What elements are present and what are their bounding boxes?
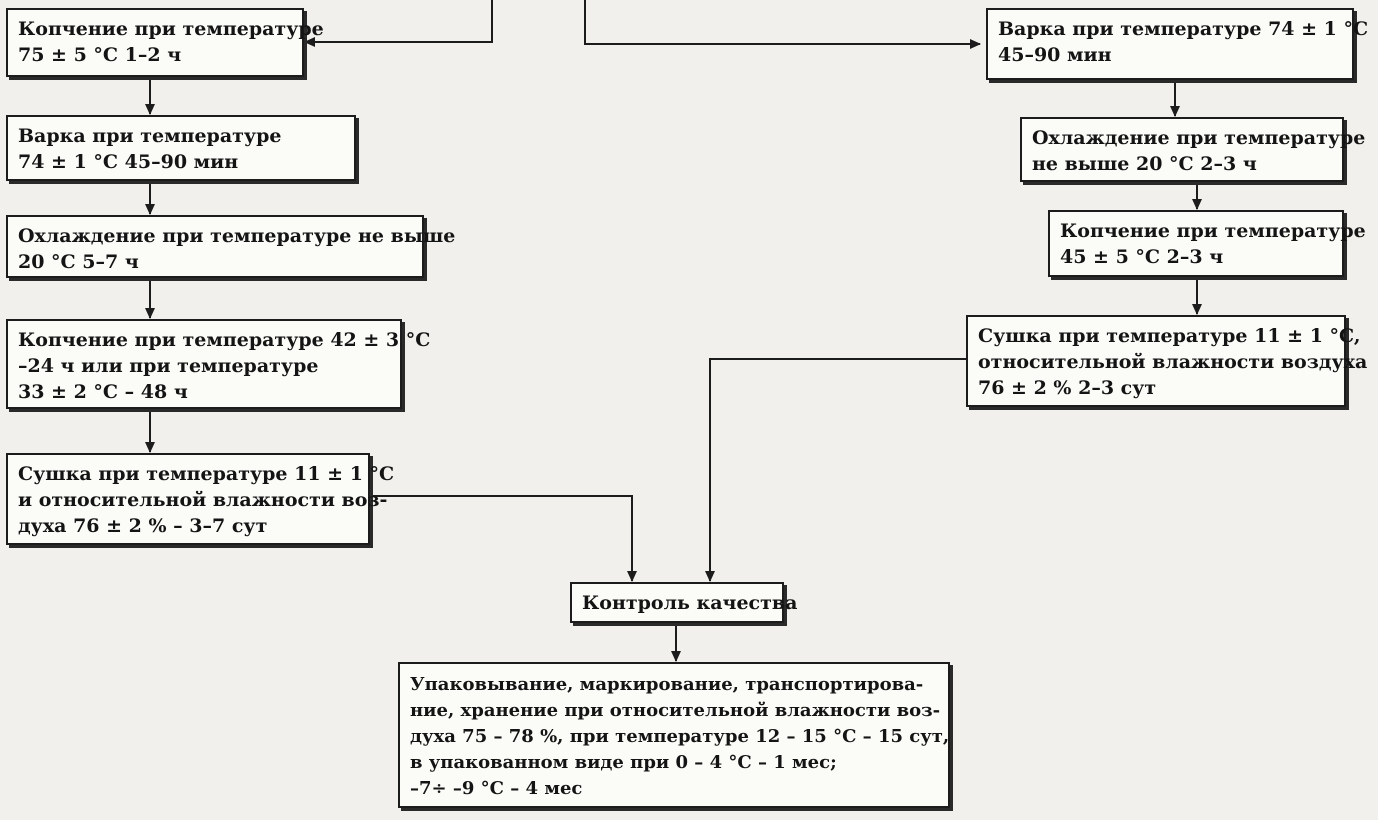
node-text-line: Охлаждение при температуре не выше [18, 225, 456, 247]
arrow-l5-to-qc [370, 495, 637, 582]
node-left-cooking-74: Варка при температуре 74 ± 1 °C 45–90 ми… [6, 115, 356, 181]
node-text-line: 76 ± 2 % 2–3 сут [978, 377, 1157, 399]
node-text-line: духа 76 ± 2 % – 3–7 сут [18, 515, 268, 537]
arrow-source-to-right-cooking [584, 0, 981, 49]
node-text-line: духа 75 – 78 %, при температуре 12 – 15 … [410, 726, 950, 747]
node-left-drying-11: Сушка при температуре 11 ± 1 °C и относи… [6, 453, 395, 545]
node-text-line: не выше 20 °C 2–3 ч [1032, 153, 1257, 175]
node-quality-control: Контроль качества [570, 582, 798, 623]
node-text-line: относительной влажности воздуха [978, 351, 1368, 373]
node-text-line: ние, хранение при относительной влажност… [410, 700, 941, 721]
node-left-cooling-20: Охлаждение при температуре не выше 20 °C… [6, 215, 456, 278]
node-text-line: Упаковывание, маркирование, транспортиро… [410, 674, 924, 695]
node-text-line: в упакованном виде при 0 – 4 °C – 1 мес; [410, 752, 837, 773]
node-text-line: Охлаждение при температуре [1032, 127, 1366, 149]
node-right-cooking-74: Варка при температуре 74 ± 1 °C 45–90 ми… [986, 8, 1369, 80]
node-left-smoking-42: Копчение при температуре 42 ± 3 °C –24 ч… [6, 319, 431, 409]
node-text-line: 45–90 мин [998, 44, 1112, 66]
node-text-line: 20 °C 5–7 ч [18, 251, 139, 273]
node-text-line: Контроль качества [582, 592, 798, 614]
node-text-line: 74 ± 1 °C 45–90 мин [18, 151, 239, 173]
node-right-drying-11: Сушка при температуре 11 ± 1 °C, относит… [966, 315, 1368, 407]
node-text-line: Сушка при температуре 11 ± 1 °C, [978, 325, 1361, 347]
arrow-source-to-left-smoking [304, 0, 493, 47]
node-right-smoking-45: Копчение при температуре 45 ± 5 °C 2–3 ч [1048, 210, 1366, 277]
node-right-cooling-20: Охлаждение при температуре не выше 20 °C… [1020, 117, 1366, 182]
node-text-line: Варка при температуре [18, 125, 282, 147]
node-text-line: Варка при температуре 74 ± 1 °C [998, 18, 1369, 40]
node-packaging-storage: Упаковывание, маркирование, транспортиро… [398, 662, 950, 808]
node-text-line: Копчение при температуре [18, 18, 324, 40]
node-text-line: 45 ± 5 °C 2–3 ч [1060, 246, 1224, 268]
node-text-line: –7÷ –9 °C – 4 мес [410, 778, 583, 799]
node-text-line: –24 ч или при температуре [18, 355, 319, 377]
node-text-line: 75 ± 5 °C 1–2 ч [18, 44, 182, 66]
arrow-r4-to-qc [705, 358, 966, 582]
node-text-line: 33 ± 2 °C – 48 ч [18, 381, 188, 403]
node-text-line: Копчение при температуре [1060, 220, 1366, 242]
node-text-line: Копчение при температуре 42 ± 3 °C [18, 329, 431, 351]
node-text-line: и относительной влажности воз- [18, 489, 388, 511]
node-left-smoking-75: Копчение при температуре 75 ± 5 °C 1–2 ч [6, 8, 324, 77]
node-text-line: Сушка при температуре 11 ± 1 °C [18, 463, 395, 485]
